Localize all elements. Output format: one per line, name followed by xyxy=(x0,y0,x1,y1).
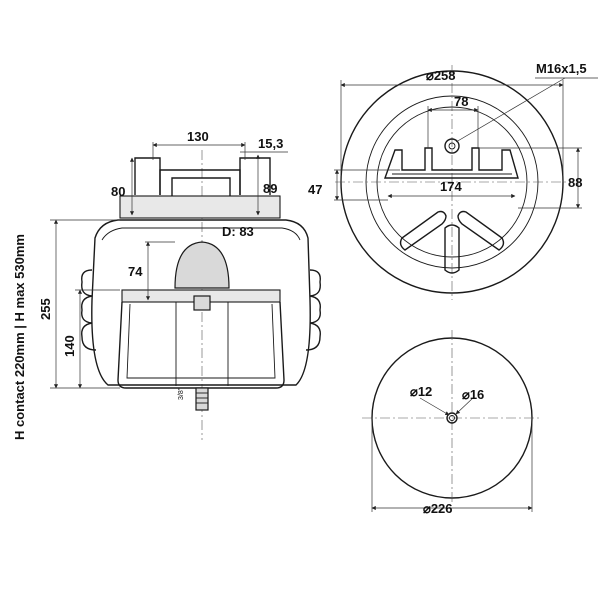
height-note: H contact 220mm | H max 530mm xyxy=(12,234,27,440)
bottom-center-hole xyxy=(446,412,458,424)
dim-right-height: 89 xyxy=(263,181,277,196)
dim-bolt-spacing: 78 xyxy=(454,94,468,109)
thread-label: 3/8" xyxy=(178,387,185,400)
dim-top-width: 130 xyxy=(187,129,209,144)
dim-small-hole: ⌀12 xyxy=(410,384,432,399)
bottom-stud xyxy=(195,387,209,411)
slot-left xyxy=(399,210,447,251)
leader-small-hole xyxy=(419,397,450,416)
bracket-left-arm xyxy=(134,157,161,195)
dim-base-diameter: ⌀226 xyxy=(423,501,453,516)
bellows-folds-right xyxy=(305,269,321,351)
top-plate xyxy=(119,195,281,219)
thread-hole xyxy=(444,138,460,154)
slot-right xyxy=(457,210,505,251)
leader-large-hole xyxy=(455,396,475,415)
mounting-plate xyxy=(384,147,519,179)
dim-dome-diameter: D: 83 xyxy=(222,224,254,239)
stud-threads xyxy=(196,392,208,404)
bottom-view: ⌀12 ⌀16 ⌀226 xyxy=(362,330,542,516)
dim-offset: 15,3 xyxy=(258,136,283,151)
center-nut xyxy=(193,295,211,311)
thread-spec: M16x1,5 xyxy=(536,61,587,76)
slot-center xyxy=(444,224,460,274)
bellows-folds-left xyxy=(81,269,97,351)
piston-body xyxy=(117,301,285,389)
dim-piston-height: 140 xyxy=(62,335,77,357)
piston-inner xyxy=(126,303,276,379)
bracket-inner xyxy=(171,177,231,205)
bump-stop-dome xyxy=(174,241,230,289)
side-view: 3/8" 130 15,3 80 89 D: 83 74 255 140 H c… xyxy=(12,129,321,440)
dim-outer-diameter: ⌀258 xyxy=(426,68,456,83)
thread-leader xyxy=(455,77,566,143)
dim-plate-width: 174 xyxy=(440,179,462,194)
bellows-body xyxy=(91,219,311,386)
dim-large-hole: ⌀16 xyxy=(462,387,484,402)
dim-left-height: 80 xyxy=(111,184,125,199)
dim-right-offset: 88 xyxy=(568,175,582,190)
bracket-center xyxy=(159,169,241,195)
dim-total-height: 255 xyxy=(38,298,53,320)
bellows-inner-top xyxy=(101,227,301,241)
top-view: ⌀258 78 M16x1,5 174 47 88 xyxy=(308,61,598,300)
dim-left-offset: 47 xyxy=(308,182,322,197)
dim-dome-height: 74 xyxy=(128,264,143,279)
